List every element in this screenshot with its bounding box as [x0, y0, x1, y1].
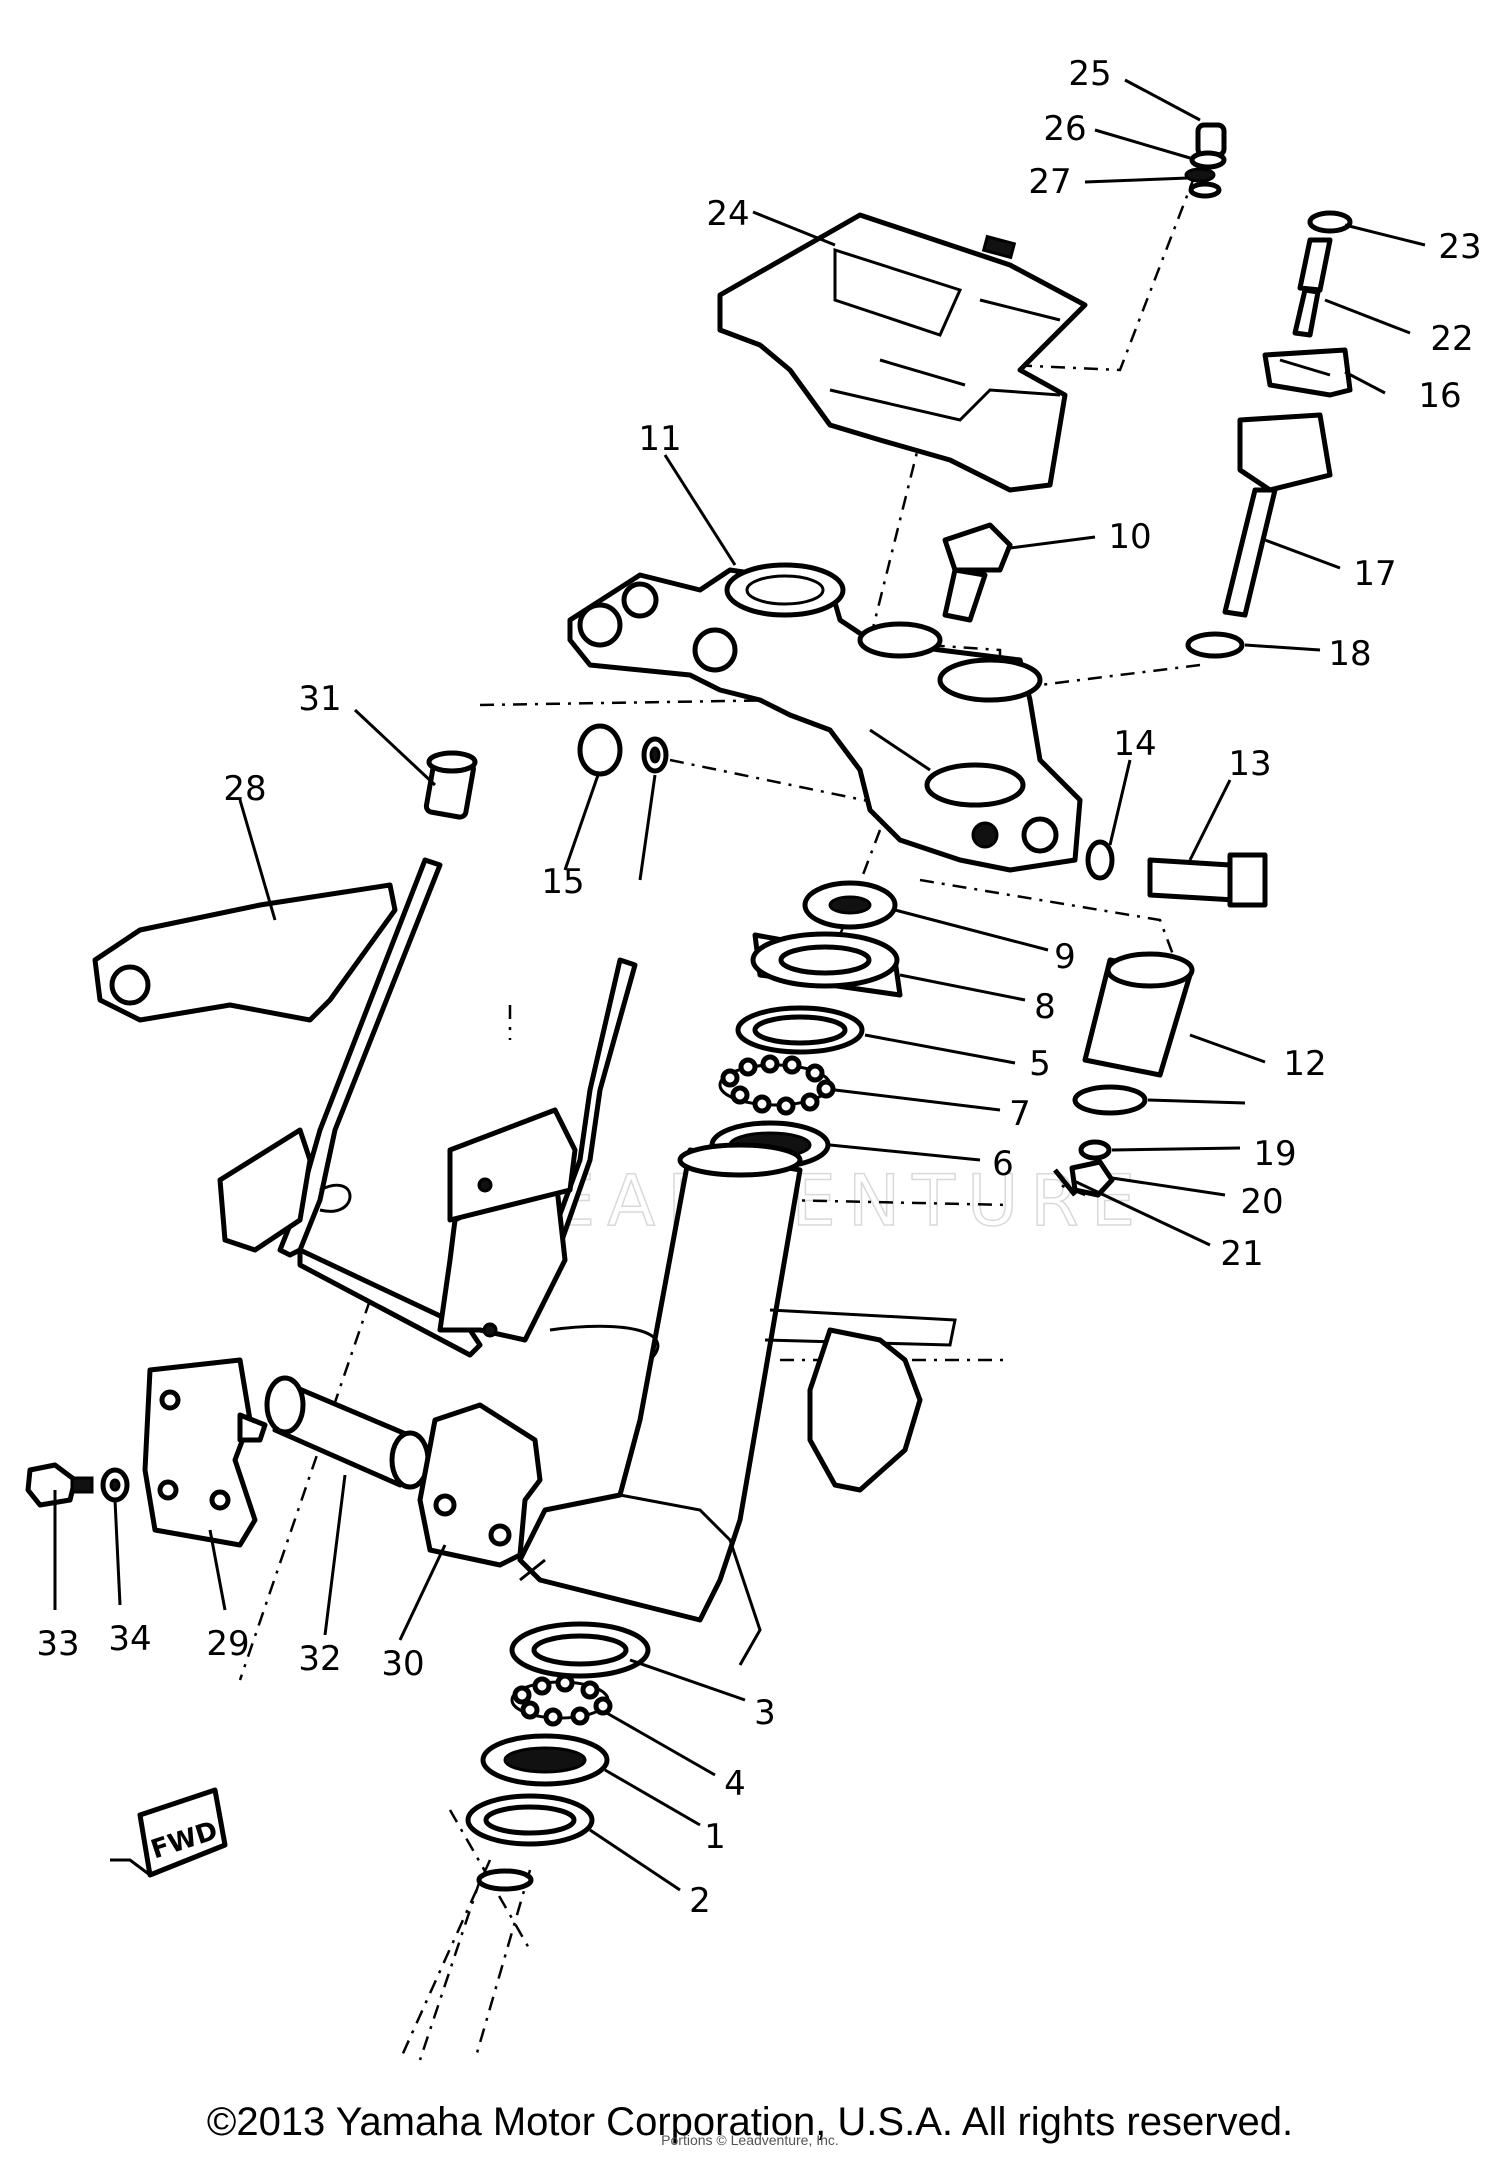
part-label: 20: [1240, 1182, 1283, 1222]
part-labels: 1 2 3 4 5 6 7 8 9 10 11 12 13 14 15 16 1…: [36, 54, 1481, 1921]
bolt-part: [1184, 122, 1227, 199]
part-label: 33: [36, 1624, 79, 1664]
part-label: 32: [298, 1639, 341, 1679]
part-label: 14: [1113, 724, 1156, 764]
bracket-right-part: [417, 1402, 543, 1568]
fine-print: Portions © Leadventure, Inc.: [661, 2132, 839, 2148]
part-label: 17: [1353, 554, 1396, 594]
lower-holder-part: [1222, 412, 1333, 618]
screw-part: [1292, 210, 1353, 338]
nut-part: [577, 723, 669, 777]
steering-stem-outline: [418, 1869, 532, 2061]
leader-lines: [53, 78, 1426, 1892]
part-label: 29: [206, 1624, 249, 1664]
part-label: 16: [1418, 376, 1461, 416]
part-label: 7: [1009, 1094, 1031, 1134]
part-label: 34: [108, 1619, 151, 1659]
handlebar-clamp-part: [1262, 347, 1353, 398]
lower-bearing-set: [465, 1621, 651, 1892]
ball-race-part: [735, 1005, 865, 1055]
part-label: 3: [754, 1693, 776, 1733]
flange-bolt-part: [942, 522, 1013, 623]
part-label: 24: [706, 194, 749, 234]
washer-large-part: [750, 931, 903, 998]
washer-part: [1185, 631, 1245, 659]
part-label: 22: [1430, 319, 1473, 359]
part-label: 6: [992, 1144, 1014, 1184]
part-label: 5: [1029, 1044, 1051, 1084]
collar-part: [1082, 951, 1195, 1078]
bracket-left-part: [142, 1357, 268, 1548]
part-label: 1: [704, 1817, 726, 1857]
part-label: 19: [1253, 1134, 1296, 1174]
part-label: 2: [689, 1881, 711, 1921]
part-label: 27: [1028, 162, 1071, 202]
fwd-indicator: FWD: [110, 1787, 228, 1878]
copyright-notice: ©2013 Yamaha Motor Corporation, U.S.A. A…: [206, 2100, 1294, 2144]
part-label: 25: [1068, 54, 1111, 94]
part-label: 9: [1054, 937, 1076, 977]
part-label: 15: [541, 862, 584, 902]
part-label: 11: [638, 419, 681, 459]
ring-nut-part: [802, 880, 898, 930]
part-label: 26: [1043, 109, 1086, 149]
part-label: 21: [1220, 1234, 1263, 1274]
part-label: 12: [1283, 1044, 1326, 1084]
ball-bearing-part: [718, 1054, 836, 1116]
part-label: 23: [1438, 227, 1481, 267]
pivot-shaft-part: [264, 1375, 431, 1490]
part-label: 13: [1228, 744, 1271, 784]
part-label: 4: [724, 1764, 746, 1804]
part-label: 28: [223, 769, 266, 809]
part-label: 18: [1328, 634, 1371, 674]
part-label: 8: [1034, 987, 1056, 1027]
pinch-bolt-part: [1085, 839, 1268, 908]
small-fasteners-part: [1053, 1084, 1148, 1198]
part-label: 31: [298, 679, 341, 719]
upper-holder-part: [717, 212, 1088, 493]
part-label: 10: [1108, 517, 1151, 557]
frame-head-pipe: [517, 1142, 957, 1666]
part-label: 30: [381, 1644, 424, 1684]
bolt-small-part: [25, 1462, 130, 1508]
bushing-part: [423, 750, 478, 820]
footrest-bracket-part: [92, 857, 660, 1362]
steering-crown-part: [567, 562, 1083, 873]
